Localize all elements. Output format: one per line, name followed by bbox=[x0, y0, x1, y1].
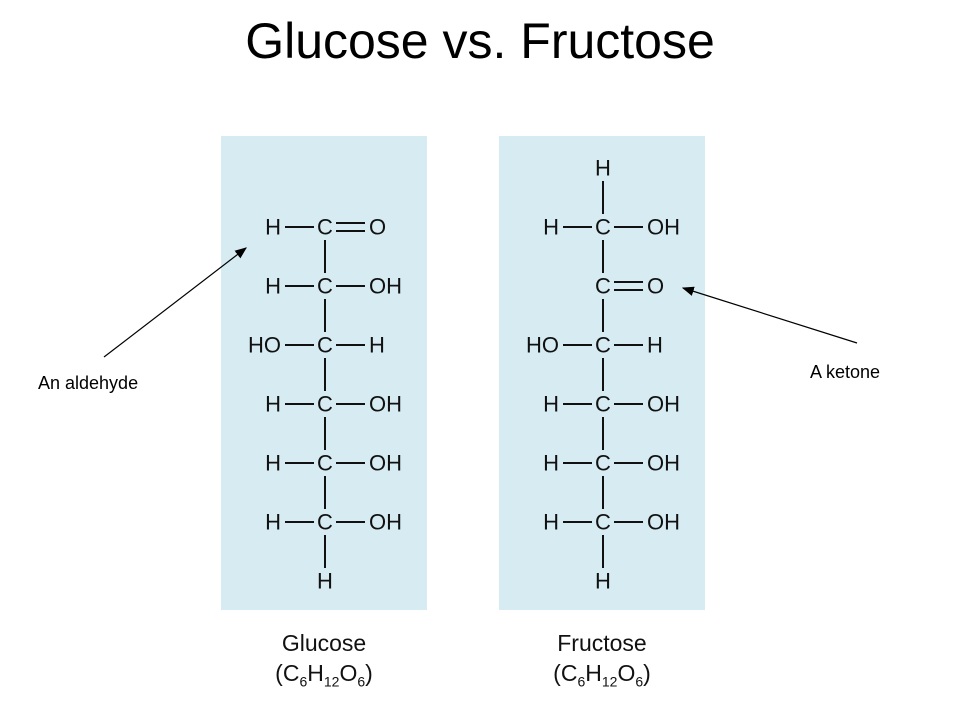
fructose-right-group-4: OH bbox=[647, 392, 680, 417]
fructose-left-group-3: HO bbox=[526, 333, 559, 358]
aldehyde-arrow bbox=[103, 247, 247, 358]
glucose-name: Glucose bbox=[281, 630, 367, 656]
glucose-carbon-4: C bbox=[317, 392, 333, 417]
fructose-carbon-3: C bbox=[595, 333, 611, 358]
glucose-bottom-atom: H bbox=[317, 569, 333, 594]
fructose-left-group-6: H bbox=[543, 510, 559, 535]
glucose-left-group-4: H bbox=[265, 392, 281, 417]
slide-title: Glucose vs. Fructose bbox=[245, 13, 715, 69]
glucose-carbon-6: C bbox=[317, 510, 333, 535]
ketone-label: A ketone bbox=[810, 362, 881, 382]
fructose-left-group-4: H bbox=[543, 392, 559, 417]
glucose-right-group-6: OH bbox=[369, 510, 402, 535]
aldehyde-label: An aldehyde bbox=[38, 373, 139, 393]
glucose-right-group-4: OH bbox=[369, 392, 402, 417]
glucose-left-group-3: HO bbox=[248, 333, 281, 358]
fructose-carbon-6: C bbox=[595, 510, 611, 535]
fructose-formula: (C6H12O6) bbox=[553, 660, 651, 690]
ketone-arrow bbox=[681, 286, 858, 344]
glucose-left-group-1: H bbox=[265, 215, 281, 240]
glucose-right-group-2: OH bbox=[369, 274, 402, 299]
fructose-right-group-1: OH bbox=[647, 215, 680, 240]
glucose-left-group-5: H bbox=[265, 451, 281, 476]
glucose-carbon-1: C bbox=[317, 215, 333, 240]
glucose-right-group-1: O bbox=[369, 215, 386, 240]
fructose-left-group-5: H bbox=[543, 451, 559, 476]
fructose-top-atom: H bbox=[595, 156, 611, 181]
fructose-right-group-3: H bbox=[647, 333, 663, 358]
fructose-right-group-6: OH bbox=[647, 510, 680, 535]
glucose-formula: (C6H12O6) bbox=[275, 660, 373, 690]
glucose-carbon-3: C bbox=[317, 333, 333, 358]
glucose-carbon-2: C bbox=[317, 274, 333, 299]
glucose-right-group-3: H bbox=[369, 333, 385, 358]
fructose-right-group-5: OH bbox=[647, 451, 680, 476]
glucose-caption: Glucose (C6H12O6) bbox=[221, 628, 427, 697]
fructose-carbon-2: C bbox=[595, 274, 611, 299]
fructose-carbon-5: C bbox=[595, 451, 611, 476]
fructose-carbon-4: C bbox=[595, 392, 611, 417]
fructose-caption: Fructose (C6H12O6) bbox=[499, 628, 705, 697]
fructose-name: Fructose bbox=[557, 630, 647, 656]
fructose-bottom-atom: H bbox=[595, 569, 611, 594]
glucose-right-group-5: OH bbox=[369, 451, 402, 476]
glucose-left-group-6: H bbox=[265, 510, 281, 535]
fructose-right-group-2: O bbox=[647, 274, 664, 299]
fructose-carbon-1: C bbox=[595, 215, 611, 240]
glucose-carbon-5: C bbox=[317, 451, 333, 476]
glucose-left-group-2: H bbox=[265, 274, 281, 299]
fructose-left-group-1: H bbox=[543, 215, 559, 240]
